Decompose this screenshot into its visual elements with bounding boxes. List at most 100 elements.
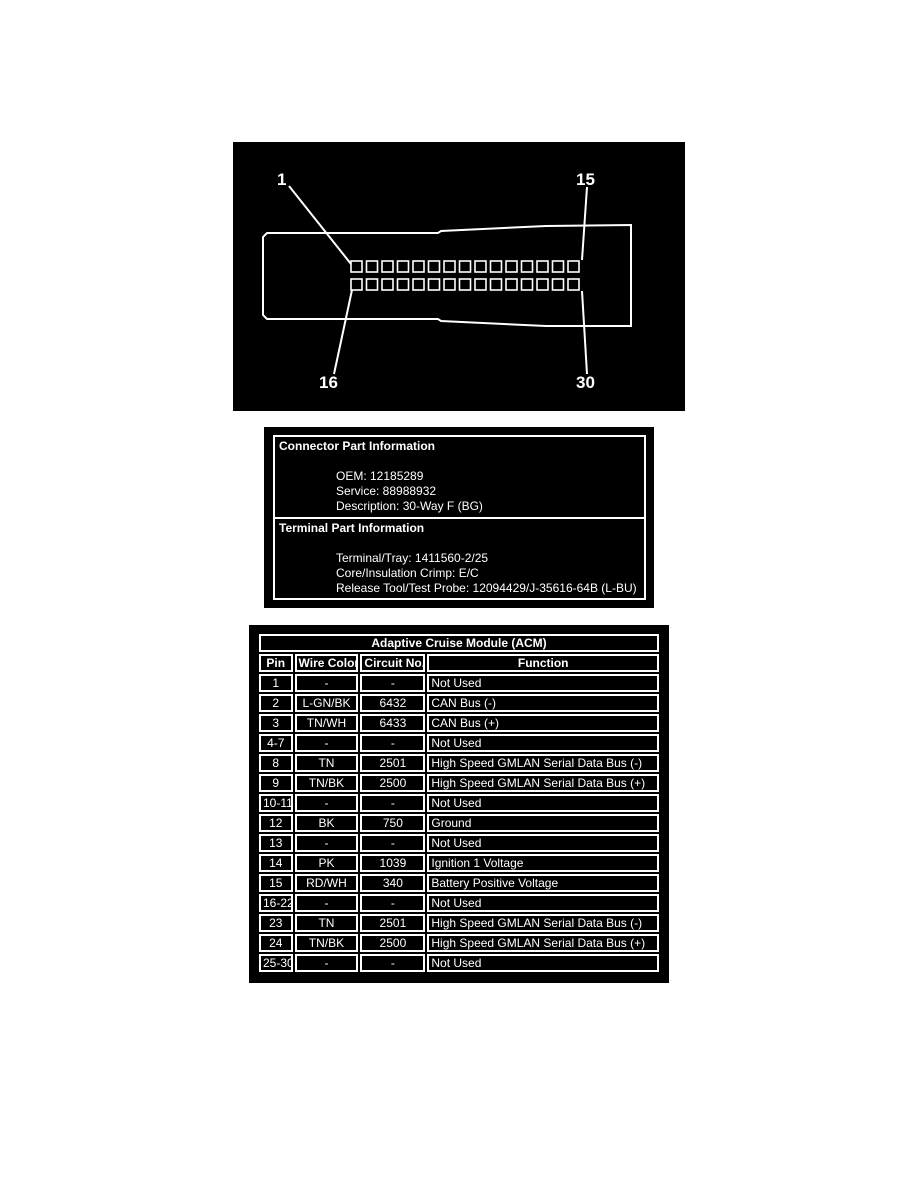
cell-wire-color: L-GN/BK <box>294 694 359 712</box>
callout-label-pin-1: 1 <box>277 170 286 189</box>
pin-cavity <box>396 260 410 273</box>
connector-outline <box>262 223 632 327</box>
callout-line-pin-30 <box>581 290 588 375</box>
pin-cavity <box>443 278 456 291</box>
pin-cavity <box>365 278 379 291</box>
callout-label-pin-16: 16 <box>319 373 338 392</box>
header-circuit-no: Circuit No. <box>360 654 426 672</box>
callout-line-pin-16 <box>333 289 353 375</box>
pin-cavity <box>567 260 580 273</box>
cell-pin: 10-11 <box>259 794 293 812</box>
connector-description: Description: 30-Way F (BG) <box>336 499 483 513</box>
pinout-table: Adaptive Cruise Module (ACM) Pin Wire Co… <box>257 632 661 974</box>
terminal-part-section: Terminal Part Information Terminal/Tray:… <box>275 519 644 598</box>
part-information-box: Connector Part Information OEM: 12185289… <box>273 435 646 600</box>
cell-pin: 15 <box>259 874 293 892</box>
pin-cavity <box>520 260 534 273</box>
cell-circuit: 6433 <box>360 714 426 732</box>
callout-label-pin-30: 30 <box>576 373 595 392</box>
cell-wire-color: - <box>294 954 359 972</box>
table-row: 4-7--Not Used <box>259 734 659 752</box>
cell-pin: 24 <box>259 934 293 952</box>
pin-cavity <box>458 278 472 291</box>
terminal-tray: Terminal/Tray: 1411560-2/25 <box>336 551 489 565</box>
pin-cavity <box>381 278 394 291</box>
pin-cavity <box>520 278 534 291</box>
callout-label-pin-15: 15 <box>576 170 595 189</box>
cell-func: Not Used <box>427 894 659 912</box>
connector-oem: OEM: 12185289 <box>336 469 424 483</box>
pin-cavity <box>474 260 487 273</box>
pin-cavity <box>365 260 379 273</box>
cell-circuit: 2501 <box>360 914 426 932</box>
table-row: 1--Not Used <box>259 674 659 692</box>
cell-pin: 23 <box>259 914 293 932</box>
cell-wire-color: PK <box>294 854 359 872</box>
cell-func: High Speed GMLAN Serial Data Bus (+) <box>427 934 659 952</box>
cell-func: Not Used <box>427 734 659 752</box>
connector-service: Service: 88988932 <box>336 484 437 498</box>
cell-circuit: - <box>360 674 426 692</box>
terminal-part-heading: Terminal Part Information <box>279 521 425 535</box>
cell-pin: 13 <box>259 834 293 852</box>
cell-wire-color: - <box>294 794 359 812</box>
cell-func: Ignition 1 Voltage <box>427 854 659 872</box>
pin-cavity <box>551 260 565 273</box>
pin-cavity <box>474 278 487 291</box>
cell-wire-color: - <box>294 834 359 852</box>
cell-circuit: - <box>360 834 426 852</box>
terminal-crimp: Core/Insulation Crimp: E/C <box>336 566 479 580</box>
pin-cavity <box>489 260 503 273</box>
cell-wire-color: - <box>294 674 359 692</box>
cell-func: High Speed GMLAN Serial Data Bus (-) <box>427 754 659 772</box>
cell-func: High Speed GMLAN Serial Data Bus (-) <box>427 914 659 932</box>
connector-part-section: Connector Part Information OEM: 12185289… <box>275 437 644 519</box>
cell-circuit: - <box>360 954 426 972</box>
pin-cavity <box>396 278 410 291</box>
cell-wire-color: RD/WH <box>294 874 359 892</box>
pin-cavity <box>536 260 549 273</box>
part-information-panel: Connector Part Information OEM: 12185289… <box>264 427 654 608</box>
cell-pin: 3 <box>259 714 293 732</box>
callout-line-pin-15 <box>581 186 588 261</box>
pin-cavity <box>381 260 394 273</box>
pin-cavity <box>505 278 518 291</box>
cell-pin: 16-22 <box>259 894 293 912</box>
table-row: 25-30--Not Used <box>259 954 659 972</box>
cell-wire-color: TN/WH <box>294 714 359 732</box>
pin-row-top <box>350 260 580 273</box>
connector-diagram-panel: 1 15 16 30 <box>233 142 685 411</box>
cell-circuit: - <box>360 794 426 812</box>
pin-cavity <box>412 260 425 273</box>
cell-wire-color: TN <box>294 914 359 932</box>
pin-cavity <box>536 278 549 291</box>
pin-cavity <box>458 260 472 273</box>
cell-pin: 9 <box>259 774 293 792</box>
cell-pin: 14 <box>259 854 293 872</box>
callout-line-pin-1 <box>288 185 352 265</box>
header-function: Function <box>427 654 659 672</box>
cell-func: CAN Bus (+) <box>427 714 659 732</box>
cell-pin: 8 <box>259 754 293 772</box>
cell-wire-color: TN/BK <box>294 774 359 792</box>
cell-func: Ground <box>427 814 659 832</box>
cell-wire-color: BK <box>294 814 359 832</box>
cell-wire-color: TN/BK <box>294 934 359 952</box>
connector-face-diagram: 1 15 16 30 <box>262 170 632 392</box>
table-row: 13--Not Used <box>259 834 659 852</box>
cell-circuit: 2501 <box>360 754 426 772</box>
cell-pin: 4-7 <box>259 734 293 752</box>
cell-circuit: 2500 <box>360 934 426 952</box>
cell-wire-color: - <box>294 894 359 912</box>
pin-cavity <box>427 278 441 291</box>
table-row: 10-11--Not Used <box>259 794 659 812</box>
cell-func: Not Used <box>427 794 659 812</box>
